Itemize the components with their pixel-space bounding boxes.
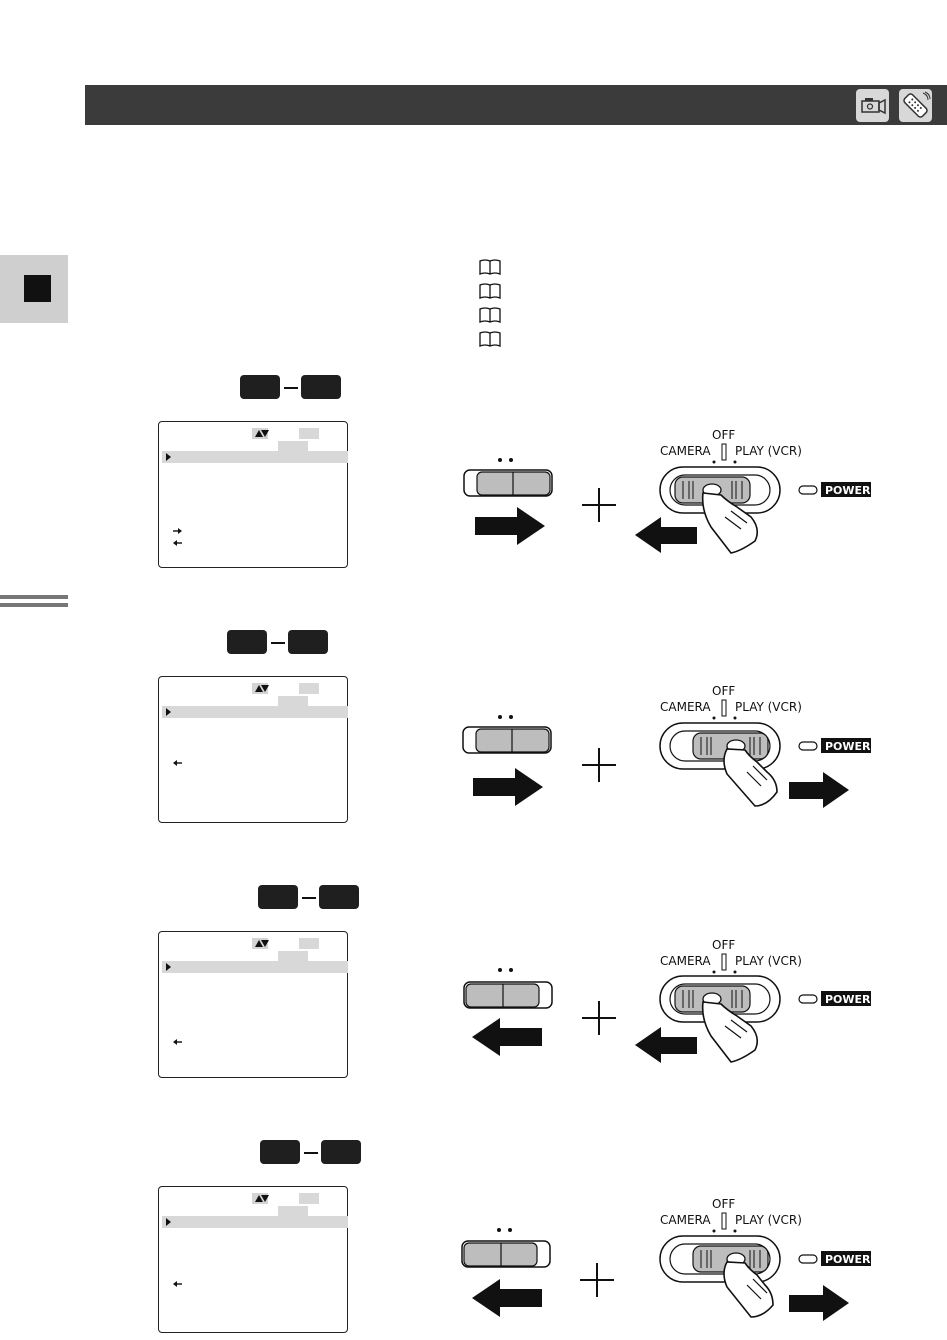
power-dial — [659, 975, 781, 1063]
left-arrow-icon — [635, 517, 697, 553]
plus-sign — [582, 488, 616, 522]
button-key-pill — [321, 1140, 361, 1164]
power-dial — [659, 1235, 781, 1318]
svg-text:CAMERA: CAMERA — [660, 954, 711, 968]
slide-switch — [461, 1228, 551, 1268]
svg-text:OFF: OFF — [712, 428, 735, 442]
svg-text:OFF: OFF — [712, 684, 735, 698]
power-indicator: POWER — [798, 1251, 871, 1266]
range-dash — [304, 1152, 318, 1154]
right-arrow-icon — [475, 507, 545, 545]
power-dial — [659, 466, 781, 554]
slide-switch — [463, 968, 553, 1009]
up-down-arrows-icon — [251, 427, 269, 439]
left-arrow-icon — [172, 539, 182, 546]
range-dash — [302, 897, 316, 899]
svg-text:PLAY (VCR): PLAY (VCR) — [735, 1213, 802, 1227]
chapter-side-tab — [0, 255, 68, 323]
left-arrow-icon — [472, 1018, 542, 1056]
svg-text:PLAY (VCR): PLAY (VCR) — [735, 444, 802, 458]
section-title-bar — [85, 85, 947, 125]
svg-text:POWER: POWER — [825, 484, 871, 497]
book-page-icon — [479, 283, 501, 299]
svg-text:OFF: OFF — [712, 938, 735, 952]
button-key-pill — [260, 1140, 300, 1164]
right-arrow-icon — [789, 1285, 849, 1321]
pointer-triangle-icon — [165, 1217, 171, 1226]
menu-screen — [158, 421, 348, 568]
left-arrow-icon — [172, 1038, 182, 1045]
svg-text:POWER: POWER — [825, 740, 871, 753]
left-arrow-icon — [635, 1027, 697, 1063]
svg-text:OFF: OFF — [712, 1197, 735, 1211]
svg-text:CAMERA: CAMERA — [660, 444, 711, 458]
slide-switch — [462, 715, 552, 754]
power-dial — [659, 722, 781, 807]
menu-screen — [158, 676, 348, 823]
pointer-triangle-icon — [165, 707, 171, 716]
operation-diagram: OFF CAMERA PLAY (VCR) POWER — [463, 938, 871, 1063]
range-dash — [284, 387, 298, 389]
button-key-pill — [319, 885, 359, 909]
book-page-icon — [479, 331, 501, 347]
slide-switch — [463, 458, 553, 497]
camcorder-icon — [856, 89, 889, 122]
left-arrow-icon — [172, 1280, 182, 1287]
pointer-triangle-icon — [165, 452, 171, 461]
up-down-arrows-icon — [251, 682, 269, 694]
svg-text:CAMERA: CAMERA — [660, 1213, 711, 1227]
right-arrow-icon — [473, 768, 543, 806]
book-page-icon — [479, 307, 501, 323]
section-divider-bars — [0, 595, 68, 607]
left-arrow-icon — [172, 759, 182, 766]
remote-control-icon — [899, 89, 932, 122]
svg-text:POWER: POWER — [825, 1253, 871, 1266]
operation-diagram: OFF CAMERA PLAY (VCR) POWER — [463, 428, 871, 554]
menu-screen — [158, 1186, 348, 1333]
range-dash — [271, 642, 285, 644]
button-key-pill — [301, 375, 341, 399]
book-page-icon — [479, 259, 501, 275]
power-indicator: POWER — [798, 738, 871, 753]
power-indicator: POWER — [798, 991, 871, 1006]
operation-diagram: OFF CAMERA PLAY (VCR) POWER — [461, 1197, 871, 1321]
power-indicator: POWER — [798, 482, 871, 497]
pointer-triangle-icon — [165, 962, 171, 971]
menu-screen — [158, 931, 348, 1078]
up-down-arrows-icon — [251, 937, 269, 949]
square-marker-icon — [24, 275, 51, 302]
right-arrow-icon — [172, 527, 182, 534]
button-key-pill — [258, 885, 298, 909]
operation-diagram: OFF CAMERA PLAY (VCR) POWER — [462, 684, 871, 808]
svg-text:PLAY (VCR): PLAY (VCR) — [735, 700, 802, 714]
button-key-pill — [288, 630, 328, 654]
button-key-pill — [227, 630, 267, 654]
plus-sign — [582, 1001, 616, 1035]
button-key-pill — [240, 375, 280, 399]
svg-text:PLAY (VCR): PLAY (VCR) — [735, 954, 802, 968]
up-down-arrows-icon — [251, 1192, 269, 1204]
plus-sign — [582, 748, 616, 782]
plus-sign — [580, 1263, 614, 1297]
right-arrow-icon — [789, 772, 849, 808]
svg-text:CAMERA: CAMERA — [660, 700, 711, 714]
left-arrow-icon — [472, 1279, 542, 1317]
svg-text:POWER: POWER — [825, 993, 871, 1006]
